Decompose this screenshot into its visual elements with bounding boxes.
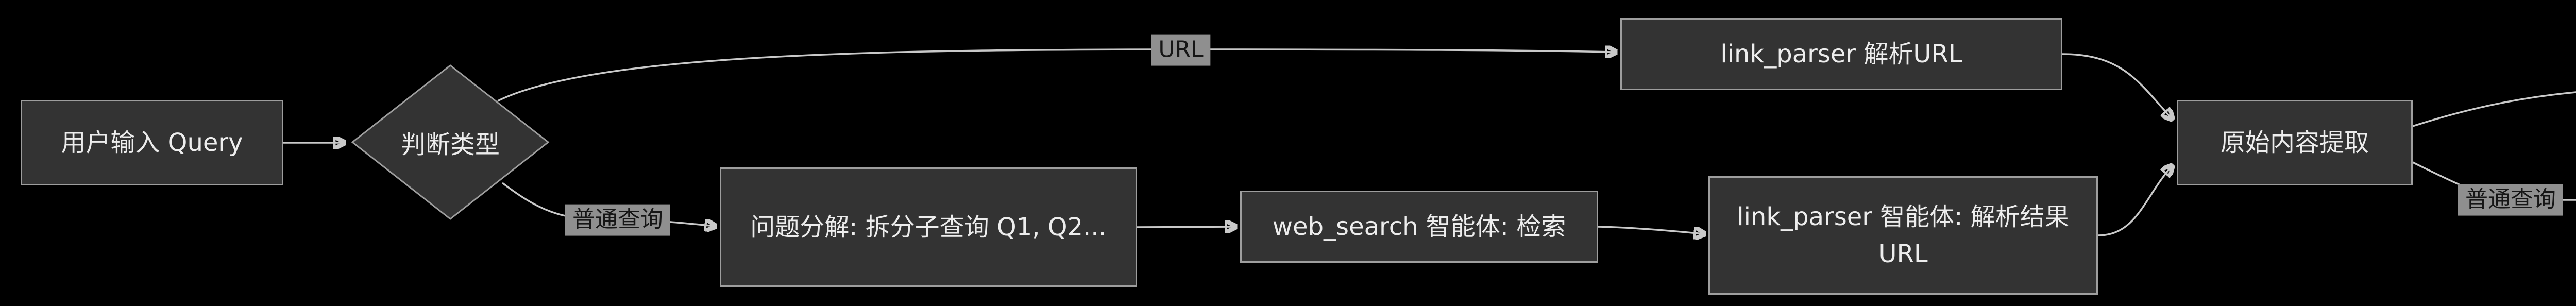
node-user-input: 用户输入 Query	[21, 100, 283, 185]
edge-websearch-linkparseragent	[1598, 226, 1704, 234]
node-decompose: 问题分解: 拆分子查询 Q1, Q2...	[720, 167, 1137, 287]
edge-decision-linkparserurl	[497, 49, 1616, 102]
node-link-parser-agent-label: link_parser 智能体: 解析结果URL	[1737, 202, 2070, 268]
edge-label-normal-query-left: 普通查询	[565, 204, 670, 236]
edge-label-normal-query-right: 普通查询	[2458, 184, 2563, 216]
node-link-parser-agent: link_parser 智能体: 解析结果URL	[1708, 176, 2098, 295]
node-decision: 判断类型	[351, 64, 550, 220]
edge-linkparserurl-rawextract	[2062, 53, 2172, 119]
node-decompose-label: 问题分解: 拆分子查询 Q1, Q2...	[750, 213, 1107, 242]
node-link-parser-url-label: link_parser 解析URL	[1720, 40, 1962, 69]
edge-linkparseragent-rawextract	[2097, 166, 2172, 236]
node-raw-extract-label: 原始内容提取	[2220, 128, 2369, 157]
node-link-parser-url: link_parser 解析URL	[1620, 18, 2062, 90]
node-decision-label: 判断类型	[400, 130, 500, 159]
node-web-search-label: web_search 智能体: 检索	[1272, 212, 1566, 241]
edge-label-url-top: URL	[1151, 34, 1211, 66]
node-web-search: web_search 智能体: 检索	[1240, 191, 1598, 263]
node-raw-extract: 原始内容提取	[2177, 100, 2413, 185]
decision-diamond-shape	[351, 64, 550, 220]
edge-rawextract-llm	[2412, 91, 2576, 127]
node-user-input-label: 用户输入 Query	[61, 128, 243, 157]
